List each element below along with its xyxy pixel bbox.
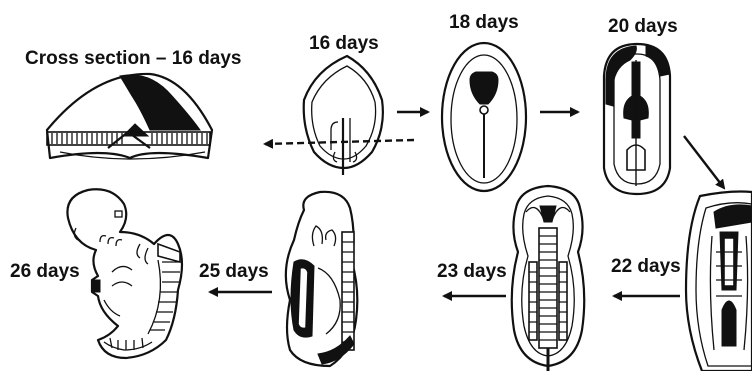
label-26-days: 26 days <box>10 261 80 283</box>
label-cross-section: Cross section – 16 days <box>25 48 242 70</box>
embryo-16-days <box>304 56 383 175</box>
label-23-days: 23 days <box>437 261 507 283</box>
label-22-days: 22 days <box>611 256 681 278</box>
arrow-20-to-22 <box>684 136 724 188</box>
embryo-20-days <box>604 44 670 194</box>
cross-section-arrow <box>265 140 414 144</box>
label-16-days: 16 days <box>309 33 379 55</box>
label-18-days: 18 days <box>449 12 519 34</box>
cross-section-embryo <box>47 74 212 159</box>
embryo-22-days <box>686 192 752 372</box>
embryo-18-days <box>442 43 526 191</box>
label-25-days: 25 days <box>199 261 269 283</box>
embryo-23-days <box>512 186 585 371</box>
embryo-26-days <box>67 189 182 358</box>
label-20-days: 20 days <box>608 16 678 38</box>
embryo-25-days <box>286 192 358 366</box>
